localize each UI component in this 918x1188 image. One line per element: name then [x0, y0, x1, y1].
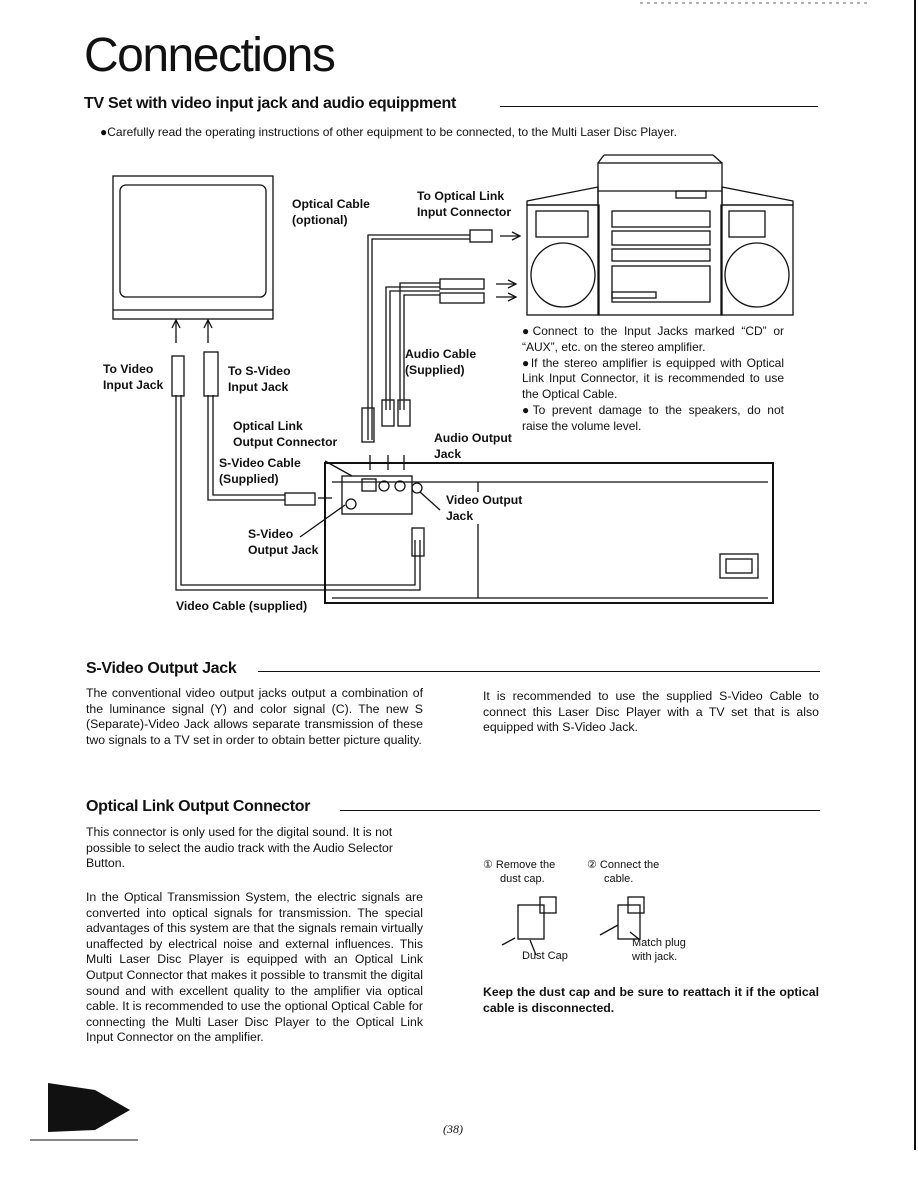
tv-set-icon — [112, 175, 274, 320]
section-heading-tv-set: TV Set with video input jack and audio e… — [84, 95, 456, 112]
cables-icon — [175, 229, 493, 591]
section-heading-optical: Optical Link Output Connector — [86, 798, 311, 815]
corner-mark-icon — [48, 1083, 130, 1132]
svideo-text-left: The conventional video output jacks outp… — [86, 686, 423, 747]
label-optical-cable: Optical Cable(optional) — [292, 197, 370, 227]
diagram-notes: ●Connect to the Input Jacks marked “CD” … — [522, 324, 784, 435]
page-title: Connections — [84, 29, 336, 82]
heading-rule — [340, 810, 820, 811]
dust-cap-illustration-icon — [501, 896, 557, 956]
heading-rule — [500, 106, 818, 107]
stereo-system-icon — [526, 154, 794, 316]
label-svideo-cable: S-Video Cable(Supplied) — [219, 456, 301, 486]
intro-note: ●Carefully read the operating instructio… — [100, 125, 677, 139]
page-number: (38) — [443, 1122, 463, 1136]
optical-plug-illustration-icon — [599, 896, 645, 941]
diagram-note: ●Connect to the Input Jacks marked “CD” … — [522, 324, 784, 354]
plugs-icon — [171, 351, 425, 557]
optical-text-p2: In the Optical Transmission System, the … — [86, 890, 423, 1045]
label-video-cable: Video Cable (supplied) — [176, 599, 308, 613]
page-edge — [914, 0, 916, 1150]
optical-text-p1: This connector is only used for the digi… — [86, 825, 393, 871]
heading-rule — [258, 671, 820, 672]
svideo-text-right: It is recommended to use the supplied S-… — [483, 689, 819, 735]
label-dust-cap: Dust Cap — [522, 950, 568, 962]
arrows-icon — [171, 231, 522, 538]
diagram-note: ●To prevent damage to the speakers, do n… — [522, 402, 784, 433]
dust-cap-warning: Keep the dust cap and be sure to reattac… — [483, 985, 819, 1015]
label-audio-cable: Audio Cable(Supplied) — [405, 347, 477, 377]
laser-disc-player-icon — [324, 462, 774, 604]
diagram-note: ●If the stereo amplifier is equipped wit… — [522, 355, 784, 402]
section-heading-svideo: S-Video Output Jack — [86, 660, 237, 677]
